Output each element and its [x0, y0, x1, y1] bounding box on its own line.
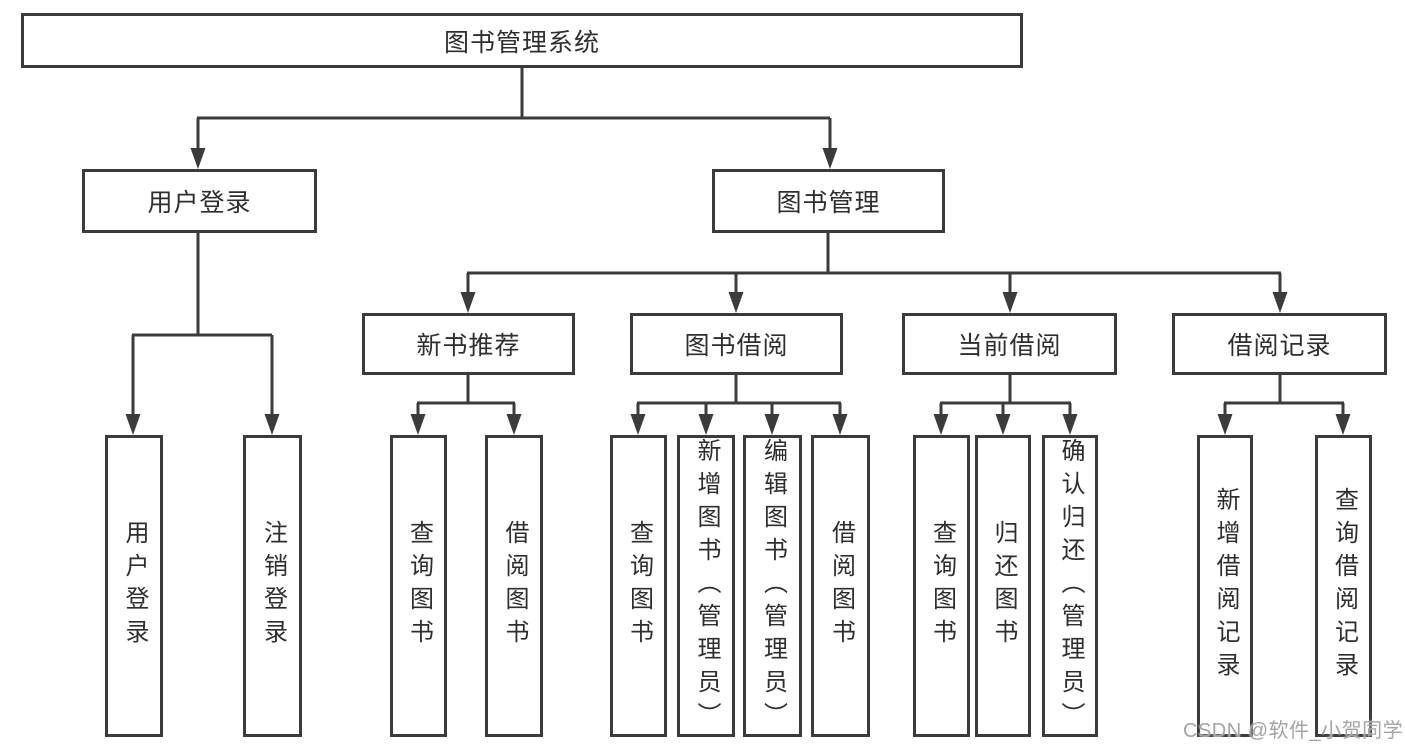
leaf-current-query-books-label: 查询图书: [928, 520, 956, 652]
node-current-borrow: 当前借阅: [902, 313, 1117, 375]
leaf-current-query-books: 查询图书: [913, 435, 970, 737]
leaf-borrow-book: 借阅图书: [811, 435, 870, 737]
leaf-add-borrow-record: 新增借阅记录: [1197, 435, 1253, 737]
leaf-query-borrow-record-label: 查询借阅记录: [1330, 487, 1358, 685]
leaf-confirm-return-admin: 确认归还（管理员）: [1042, 435, 1098, 737]
node-user-login: 用户登录: [82, 169, 317, 233]
node-user-login-label: 用户登录: [147, 189, 252, 217]
leaf-edit-book-admin: 编辑图书（管理员）: [743, 435, 802, 737]
node-root: 图书管理系统: [21, 13, 1023, 68]
connector-bookmgmt-to-level3: [466, 231, 1282, 294]
leaf-recommend-query-books: 查询图书: [390, 435, 447, 737]
connector-current-to-leaves: [939, 373, 1072, 416]
node-root-label: 图书管理系统: [443, 28, 600, 57]
leaf-confirm-return-admin-label: 确认归还（管理员）: [1057, 437, 1084, 735]
node-current-borrow-label: 当前借阅: [957, 332, 1062, 360]
leaf-borrow-query-books-label: 查询图书: [625, 520, 653, 652]
leaf-return-book: 归还图书: [975, 435, 1031, 737]
node-book-borrow: 图书借阅: [630, 313, 843, 375]
connector-records-to-leaves: [1223, 373, 1345, 416]
node-new-book-recommend: 新书推荐: [362, 313, 575, 375]
leaf-borrow-book-label: 借阅图书: [827, 520, 855, 652]
connector-root-to-level2: [196, 68, 832, 150]
node-book-borrow-label: 图书借阅: [684, 332, 789, 360]
connector-borrow-to-leaves: [636, 373, 842, 416]
connector-userlogin-to-leaves: [131, 231, 274, 416]
leaf-add-book-admin: 新增图书（管理员）: [677, 435, 735, 737]
node-borrow-records-label: 借阅记录: [1227, 332, 1332, 360]
leaf-query-borrow-record: 查询借阅记录: [1315, 435, 1372, 737]
leaf-borrow-query-books: 查询图书: [610, 435, 667, 737]
node-book-management: 图书管理: [712, 169, 945, 233]
leaf-user-login-label: 用户登录: [121, 520, 148, 652]
node-borrow-records: 借阅记录: [1172, 313, 1387, 375]
leaf-edit-book-admin-label: 编辑图书（管理员）: [759, 437, 787, 735]
leaf-logout: 注销登录: [243, 435, 302, 737]
leaf-add-book-admin-label: 新增图书（管理员）: [693, 437, 720, 735]
node-new-book-recommend-label: 新书推荐: [416, 332, 521, 360]
leaf-add-borrow-record-label: 新增借阅记录: [1212, 487, 1239, 685]
node-book-management-label: 图书管理: [776, 189, 881, 217]
leaf-user-login: 用户登录: [105, 435, 163, 737]
leaf-recommend-borrow-books-label: 借阅图书: [501, 520, 528, 652]
connector-recommend-to-leaves: [416, 373, 516, 416]
leaf-return-book-label: 归还图书: [990, 520, 1017, 652]
arrowheads: [125, 148, 1351, 435]
leaf-logout-label: 注销登录: [259, 520, 287, 652]
leaf-recommend-borrow-books: 借阅图书: [485, 435, 543, 737]
leaf-recommend-query-books-label: 查询图书: [405, 520, 433, 652]
watermark: CSDN @软件_小贺同学: [1183, 720, 1404, 742]
